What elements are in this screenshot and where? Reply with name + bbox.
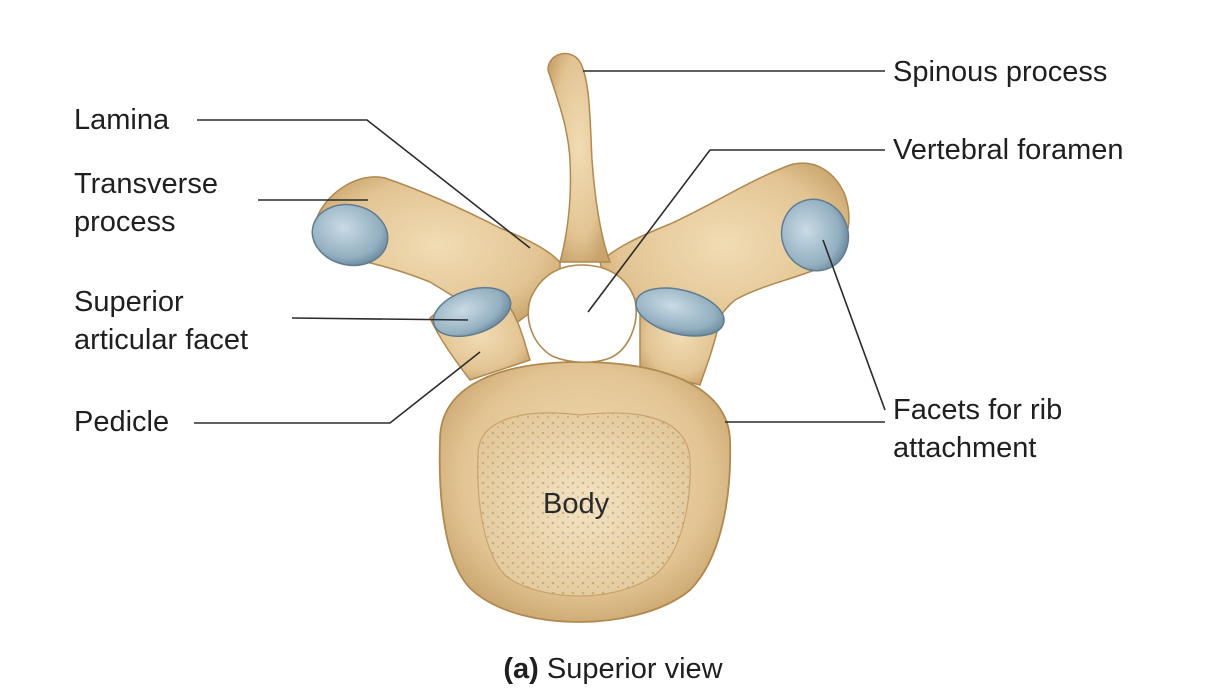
label-superior-articular-facet-2: articular facet bbox=[74, 324, 249, 356]
caption-text: Superior view bbox=[546, 653, 723, 685]
left-superior-articular-facet bbox=[432, 286, 512, 338]
leader-lamina bbox=[197, 119, 531, 249]
right-superior-articular-facet bbox=[635, 287, 725, 337]
label-vertebral-foramen: Vertebral foramen bbox=[893, 134, 1124, 166]
caption-letter: (a) bbox=[503, 653, 539, 685]
leader-superior-articular-facet bbox=[291, 317, 469, 321]
label-spinous-process: Spinous process bbox=[893, 56, 1108, 88]
label-lamina: Lamina bbox=[74, 104, 170, 136]
leader-lines bbox=[194, 70, 886, 424]
vertebral-foramen-shape bbox=[527, 264, 637, 364]
leader-rib-facet-upper bbox=[822, 239, 886, 411]
leader-vertebral-foramen bbox=[587, 149, 885, 313]
label-superior-articular-facet-1: Superior bbox=[74, 286, 184, 318]
label-body: Body bbox=[543, 488, 610, 520]
right-transverse-facet bbox=[780, 198, 850, 272]
left-transverse-facet bbox=[311, 203, 389, 267]
figure-caption: (a) Superior view bbox=[0, 651, 1226, 687]
label-transverse-process-2: process bbox=[74, 206, 176, 238]
label-facets-rib-2: attachment bbox=[893, 432, 1037, 464]
label-transverse-process-1: Transverse bbox=[74, 168, 218, 200]
label-pedicle: Pedicle bbox=[74, 406, 170, 438]
leader-pedicle bbox=[194, 351, 481, 424]
spinous-process-shape bbox=[547, 52, 612, 263]
label-facets-rib-1: Facets for rib bbox=[893, 394, 1063, 426]
